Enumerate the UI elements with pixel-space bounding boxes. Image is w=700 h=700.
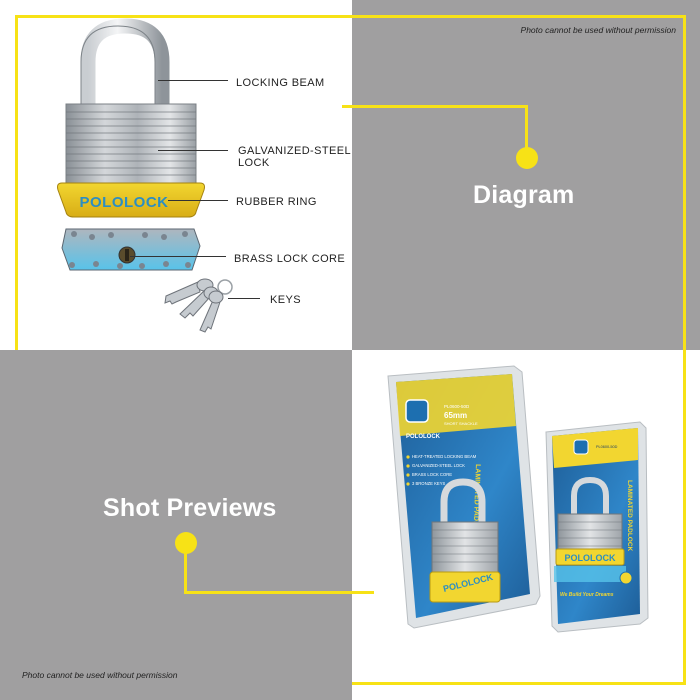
package-preview-right: PL0600-50D LAMINATED PADLOCK POLOLOCK We… — [545, 421, 649, 633]
pkg-left-feature-2: GALVANIZED-STEEL LOCK — [412, 463, 465, 468]
rubber-ring-shape — [57, 182, 205, 218]
pkg-right-vertical-title: LAMINATED PADLOCK — [626, 480, 633, 552]
label-rubber-ring: RUBBER RING — [236, 196, 317, 208]
pkg-left-size: 65mm — [444, 411, 467, 420]
diagram-connector-dot — [516, 147, 538, 169]
diagram-connector-v — [525, 105, 528, 155]
diagram-connector-h — [342, 105, 528, 108]
lock-brand-text: POLOLOCK — [80, 194, 169, 211]
pkg-left-model: PL0600-50D — [444, 404, 470, 409]
pkg-right-slogan: We Build Your Dreams — [560, 592, 614, 598]
frame-right — [683, 15, 686, 685]
padlock-diagram: POLOLOCK — [57, 18, 233, 333]
diagram-heading: Diagram — [473, 181, 575, 209]
frame-left — [15, 15, 18, 350]
frame-top — [16, 15, 686, 18]
shots-connector-h — [184, 591, 374, 594]
pkg-left-feature-1: HEAT-TREATED LOCKING BEAM — [412, 454, 477, 459]
pkg-left-subtitle: SHORT SHACKLE — [444, 421, 478, 426]
permission-notice-top: Photo cannot be used without permission — [520, 25, 676, 35]
shots-connector-v — [184, 545, 187, 594]
package-preview-left: POLOLOCK PL0600-50D 65mm SHORT SHACKLE H… — [387, 365, 541, 629]
label-locking-beam: LOCKING BEAM — [236, 77, 325, 89]
leader-locking-beam — [158, 80, 228, 81]
leader-brass-core — [130, 256, 226, 257]
pkg-right-lock-brand: POLOLOCK — [565, 553, 616, 563]
diagram-label-panel — [352, 0, 700, 350]
pkg-right-model: PL0600-50D — [596, 445, 618, 449]
pkg-left-brand: POLOLOCK — [406, 434, 441, 440]
lock-body-shape — [65, 103, 197, 187]
shackle-shape — [80, 18, 170, 112]
label-brass-lock-core: BRASS LOCK CORE — [234, 253, 346, 265]
leader-rubber-ring — [168, 200, 228, 201]
pkg-left-feature-3: BRASS LOCK CORE — [412, 472, 452, 477]
label-galvanized-line2: LOCK — [238, 157, 270, 169]
label-galvanized-line1: GALVANIZED-STEEL — [238, 145, 351, 157]
shots-label-panel — [0, 350, 352, 700]
frame-bottom — [352, 682, 686, 685]
keys-shape — [164, 278, 233, 333]
leader-galvanized — [158, 150, 228, 151]
leader-keys — [228, 298, 260, 299]
pkg-left-vertical-title: LAMINATED PADLOCK — [471, 464, 481, 541]
shot-previews-heading: Shot Previews — [103, 494, 277, 522]
pkg-left-feature-4: 3 BRONZE KEYS — [412, 481, 445, 486]
label-keys: KEYS — [270, 294, 301, 306]
permission-notice-bottom: Photo cannot be used without permission — [22, 670, 178, 680]
shots-connector-dot — [175, 532, 197, 554]
